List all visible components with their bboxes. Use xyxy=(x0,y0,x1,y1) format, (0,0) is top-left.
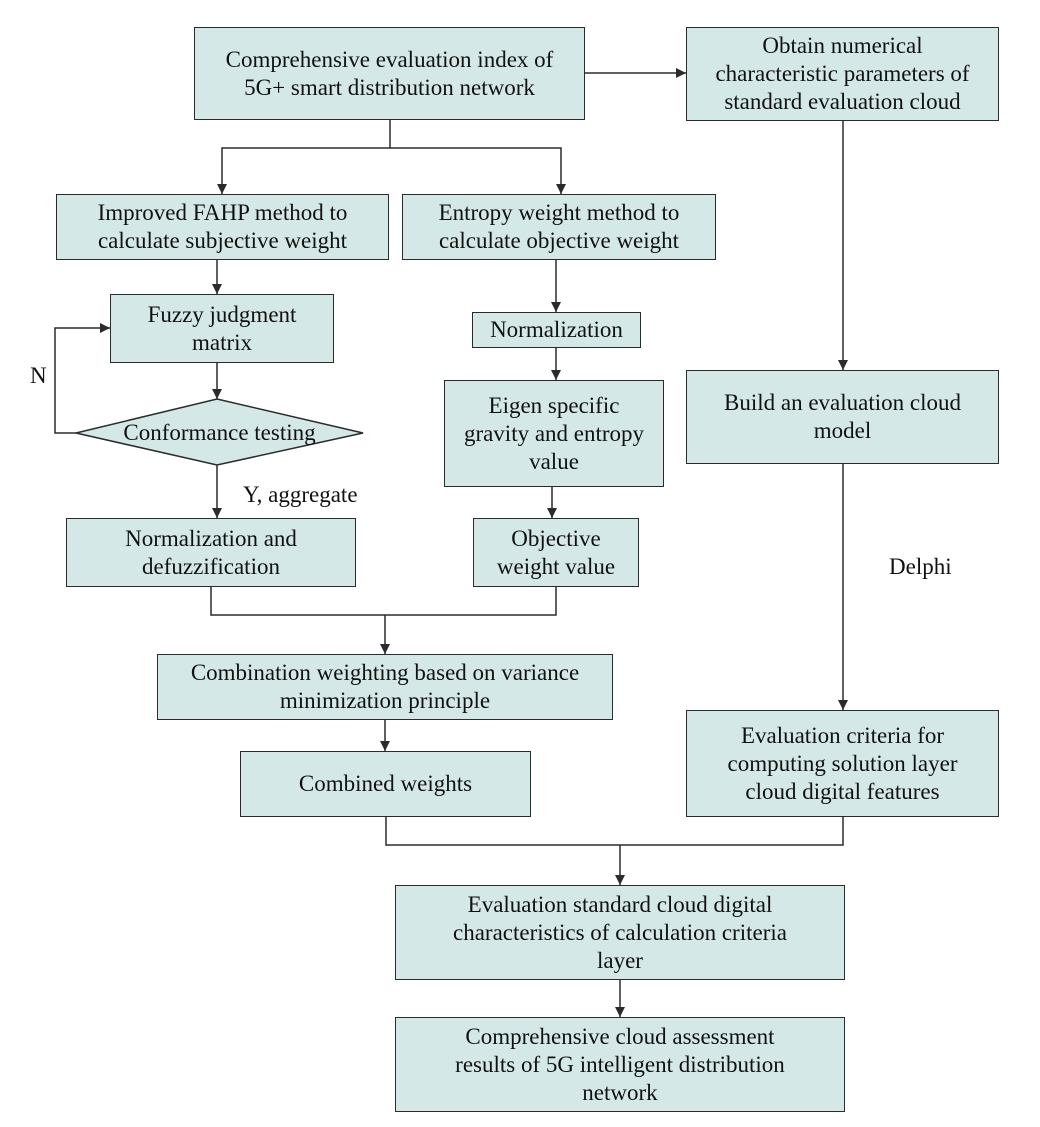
node-text: Entropy weight method to xyxy=(438,200,680,225)
node-fahp: Improved FAHP method to calculate subject… xyxy=(56,194,389,260)
node-text: weight value xyxy=(496,553,616,579)
node-text: Normalization and xyxy=(125,525,297,551)
node-text: 5G+ smart distribution network xyxy=(244,74,535,100)
node-text: model xyxy=(813,418,872,443)
edge-index-split xyxy=(217,120,391,194)
edge-no-loop xyxy=(54,323,110,434)
node-text: network xyxy=(582,1079,658,1105)
node-text: defuzzification xyxy=(142,553,280,579)
conformance-diamond xyxy=(75,398,364,466)
edge-merge-to-combination xyxy=(210,587,557,616)
node-text: standard evaluation cloud xyxy=(724,89,961,114)
node-text: Obtain numerical xyxy=(762,33,923,58)
node-conformance-testing: Conformance testing xyxy=(76,419,363,447)
node-text: computing solution layer xyxy=(727,750,958,776)
node-text: Combined weights xyxy=(298,771,473,796)
edge-index-split-right xyxy=(390,147,566,194)
node-text: Fuzzy judgment xyxy=(147,301,297,327)
edge-merge-to-standard xyxy=(385,817,844,846)
node-text: Eigen specific xyxy=(488,392,620,418)
node-text: Evaluation standard cloud digital xyxy=(467,891,773,917)
node-text: Comprehensive cloud assessment xyxy=(465,1023,775,1049)
node-text: Evaluation criteria for xyxy=(740,722,945,748)
node-text: characteristics of calculation criteria xyxy=(453,919,787,945)
node-text: Improved FAHP method to xyxy=(97,200,348,225)
edge-label-yes: Y, aggregate xyxy=(243,482,358,507)
node-text: Conformance testing xyxy=(123,420,316,445)
node-text: layer xyxy=(597,947,643,973)
node-text: value xyxy=(529,448,579,474)
node-text: Normalization xyxy=(490,317,623,342)
node-text: matrix xyxy=(191,329,253,355)
node-text: results of 5G intelligent distribution xyxy=(455,1051,785,1077)
node-text: Combination weighting based on variance xyxy=(190,660,580,685)
node-build-cloud: Build an evaluation cloud model xyxy=(686,370,999,464)
node-text: Comprehensive evaluation index of xyxy=(225,46,554,72)
edge-label-no: N xyxy=(30,363,47,388)
node-text: calculate subjective weight xyxy=(97,228,348,253)
node-text: calculate objective weight xyxy=(438,228,680,253)
node-text: cloud digital features xyxy=(745,778,940,804)
edge-label-delphi: Delphi xyxy=(889,554,952,579)
node-text: characteristic parameters of xyxy=(715,61,970,86)
node-text: minimization principle xyxy=(279,688,491,713)
node-combined: Combined weights xyxy=(240,751,531,817)
node-normalization: Normalization xyxy=(472,312,641,348)
node-text: Objective xyxy=(511,525,601,551)
node-text: Build an evaluation cloud xyxy=(724,390,961,415)
node-combination: Combination weighting based on variance m… xyxy=(157,654,613,720)
node-numerical-params: Obtain numerical characteristic parameter… xyxy=(686,27,999,121)
node-text: gravity and entropy xyxy=(463,420,645,446)
node-entropy: Entropy weight method to calculate object… xyxy=(402,194,716,260)
